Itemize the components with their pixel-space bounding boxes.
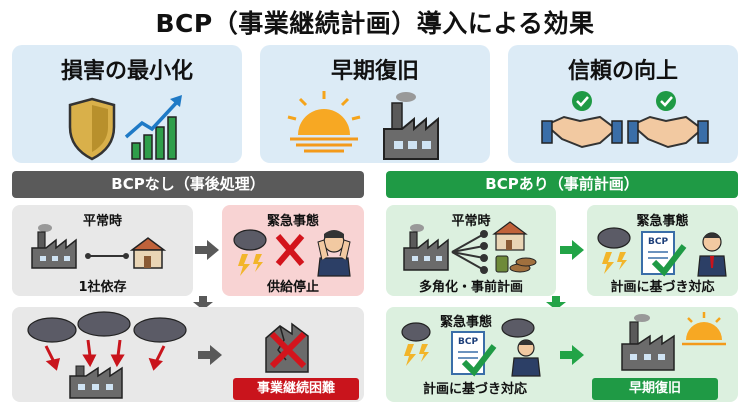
- bcp-doc-label: BCP: [648, 237, 668, 247]
- without-emergency-caption: 供給停止: [266, 280, 319, 295]
- bcp-doc-label: BCP: [458, 337, 478, 347]
- handshake-check-icon: [541, 91, 709, 149]
- benefit-card-minimize-damage: 損害の最小化: [12, 45, 242, 163]
- factory-to-supplier-icon: [31, 224, 167, 269]
- with-emergency-caption: 計画に基づき対応: [610, 280, 715, 295]
- diversified-suppliers-icon: [403, 221, 537, 274]
- without-normal-caption: 1社依存: [78, 280, 127, 295]
- sunrise-factory-icon: [621, 312, 726, 371]
- damaged-building-icon: [265, 322, 309, 373]
- with-emergency2-caption: 計画に基づき対応: [422, 382, 527, 397]
- benefit-card-early-recovery: 早期復旧: [260, 45, 490, 163]
- shield-growth-chart-icon: [68, 95, 182, 161]
- arrow-right-icon: [195, 240, 219, 260]
- sunrise-factory-icon: [287, 91, 439, 160]
- with-normal-title: 平常時: [451, 214, 491, 229]
- benefit-title: 信頼の向上: [567, 59, 678, 84]
- arrow-down-icon: [193, 296, 213, 310]
- with-emergency2-title: 緊急事態: [439, 315, 492, 330]
- without-emergency-title: 緊急事態: [266, 214, 319, 229]
- arrow-right-icon: [198, 345, 222, 365]
- benefit-title: 早期復旧: [330, 59, 419, 84]
- storm-plan-person-icon: BCP: [401, 318, 541, 377]
- page-title: BCP（事業継続計画）導入による効果: [155, 9, 595, 38]
- storm-cross-person-icon: [233, 229, 351, 277]
- benefit-card-trust: 信頼の向上: [508, 45, 738, 163]
- storm-clouds-factory-icon: [27, 311, 187, 399]
- arrow-right-green-icon: [560, 345, 584, 365]
- with-normal-caption: 多角化・事前計画: [418, 280, 523, 295]
- storm-plan-person-icon: BCP: [597, 227, 727, 277]
- with-bcp-header: BCPあり（事前計画）: [386, 171, 738, 198]
- with-emergency-title: 緊急事態: [636, 214, 689, 229]
- without-bcp-header: BCPなし（事後処理）: [12, 171, 364, 198]
- without-normal-title: 平常時: [82, 214, 122, 229]
- arrow-down-green-icon: [546, 296, 566, 310]
- business-continuity-difficult-label: 事業継続困難: [233, 378, 359, 400]
- benefit-title: 損害の最小化: [60, 59, 193, 84]
- arrow-right-green-icon: [560, 240, 584, 260]
- early-recovery-label: 早期復旧: [592, 378, 718, 400]
